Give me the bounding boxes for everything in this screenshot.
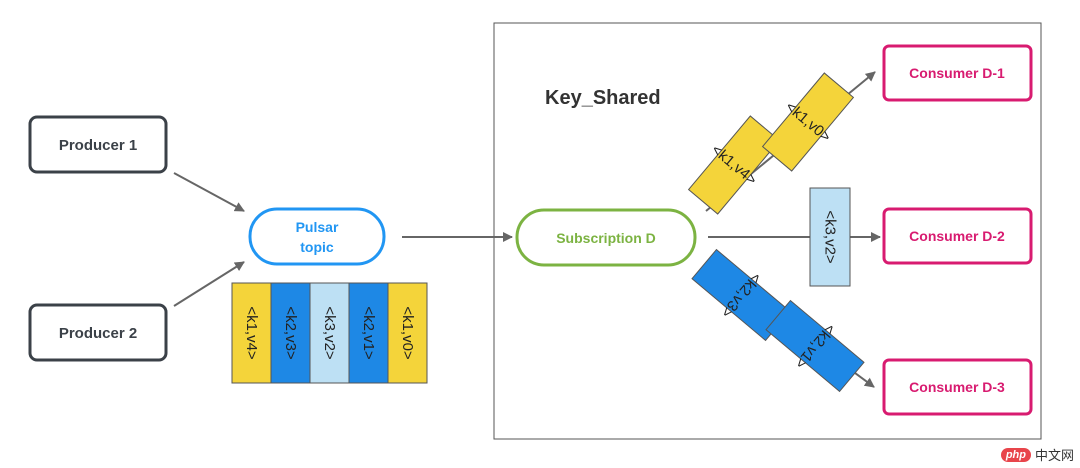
producer-2-label: Producer 2 [59, 325, 137, 342]
producer-1-label: Producer 1 [59, 137, 137, 154]
queue-message-2: <k3,v2> [309, 282, 350, 384]
queue-message-0: <k1,v4> [231, 282, 272, 384]
producer-2-box: Producer 2 [28, 303, 168, 362]
queue-message-2-text: <k3,v2> [321, 306, 338, 360]
consumer-d2-label: Consumer D-2 [909, 228, 1005, 244]
topic-label-line2: topic [300, 239, 334, 255]
arrow-producer1-topic [173, 172, 245, 212]
consumer-d3-box: Consumer D-3 [882, 358, 1033, 416]
php-logo: php [1000, 447, 1031, 462]
queue-message-1-text: <k2,v3> [282, 306, 299, 360]
key-shared-container [493, 22, 1042, 440]
queue-message-3: <k2,v1> [348, 282, 389, 384]
key-shared-title: Key_Shared [545, 87, 661, 109]
subscription-d-node: Subscription D [515, 208, 697, 267]
topic-label-line1: Pulsar [296, 219, 339, 235]
route-c2-message-0-text: <k3,v2> [822, 210, 839, 264]
arrow-producer2-topic [173, 261, 245, 307]
queue-message-0-text: <k1,v4> [243, 306, 260, 360]
topic-message-queue: <k1,v4> <k2,v3> <k3,v2> <k2,v1> <k1,v0> [231, 282, 428, 384]
consumer-d3-label: Consumer D-3 [909, 379, 1005, 395]
route-c2-message-0: <k3,v2> [809, 187, 851, 287]
route-c3-message-0: <k2,v3> [691, 248, 791, 342]
consumer-d2-box: Consumer D-2 [882, 207, 1033, 265]
route-c1-message-0: <k1,v4> [687, 115, 781, 215]
consumer-d1-label: Consumer D-1 [909, 65, 1005, 81]
watermark-text: 中文网 [1034, 448, 1074, 463]
queue-message-3-text: <k2,v1> [360, 306, 377, 360]
consumer-d1-box: Consumer D-1 [882, 44, 1033, 102]
route-c1-message-1: <k1,v0> [761, 72, 855, 172]
route-c3-message-1: <k2,v1> [765, 299, 865, 393]
subscription-d-label: Subscription D [556, 230, 656, 246]
queue-message-4: <k1,v0> [387, 282, 428, 384]
site-watermark: php 中文网 [1000, 445, 1074, 464]
producer-1-box: Producer 1 [28, 115, 168, 174]
queue-message-4-text: <k1,v0> [399, 306, 416, 360]
queue-message-1: <k2,v3> [270, 282, 311, 384]
pulsar-topic-node: Pulsar topic [248, 207, 386, 266]
